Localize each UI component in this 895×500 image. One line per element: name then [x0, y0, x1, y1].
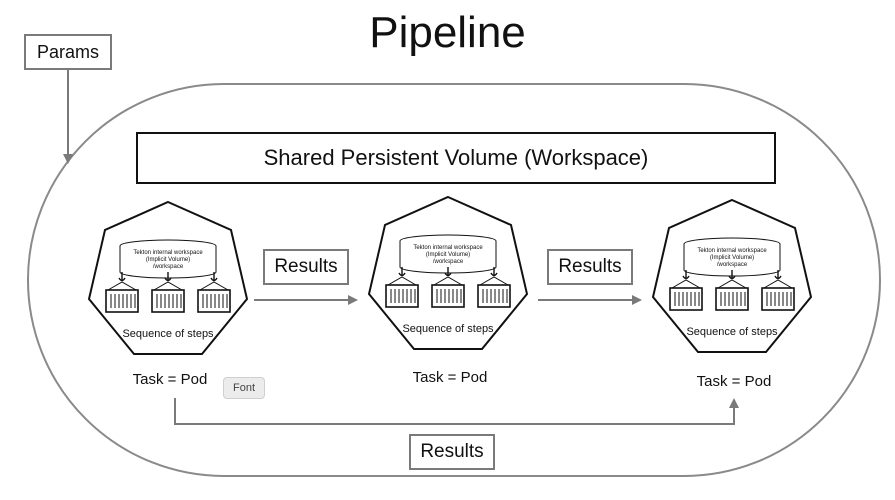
task-label-1: Task = Pod — [132, 371, 208, 388]
task-node: Tekton internal workspace (Implicit Volu… — [651, 198, 813, 353]
pipeline-boundary — [27, 83, 881, 477]
diagram-title: Pipeline — [369, 8, 526, 57]
volume-cylinder-icon — [399, 234, 497, 274]
steps-label: Sequence of steps — [122, 328, 214, 340]
volume-line-2: (Implicit Volume) — [146, 257, 190, 263]
volume-cylinder-icon — [119, 239, 217, 279]
step-container-icon — [477, 267, 511, 308]
volume-line-3: /workspace — [153, 264, 184, 270]
volume-line-1: Tekton internal workspace — [133, 250, 203, 256]
task-label-3: Task = Pod — [696, 373, 772, 390]
results-box-1: Results — [263, 249, 349, 285]
volume-line-3: /workspace — [717, 262, 748, 268]
step-container-icon — [715, 270, 749, 311]
step-container-icon — [385, 267, 419, 308]
results-return-path — [174, 398, 739, 425]
params-box: Params — [24, 34, 112, 70]
volume-cylinder-icon — [683, 237, 781, 277]
volume-line-1: Tekton internal workspace — [697, 248, 767, 254]
steps-label: Sequence of steps — [402, 323, 494, 335]
task-node: Tekton internal workspace (Implicit Volu… — [87, 200, 249, 355]
task-node: Tekton internal workspace (Implicit Volu… — [367, 195, 529, 350]
font-tooltip-chip[interactable]: Font — [223, 377, 265, 399]
step-container-icon — [761, 270, 795, 311]
volume-line-2: (Implicit Volume) — [426, 252, 470, 258]
results-box-3: Results — [409, 434, 495, 470]
step-container-icon — [197, 272, 231, 313]
volume-line-3: /workspace — [433, 259, 464, 265]
step-container-icon — [669, 270, 703, 311]
step-container-icon — [431, 267, 465, 308]
workspace-box: Shared Persistent Volume (Workspace) — [136, 132, 776, 184]
volume-line-1: Tekton internal workspace — [413, 245, 483, 251]
steps-label: Sequence of steps — [686, 326, 778, 338]
step-container-icon — [151, 272, 185, 313]
task-label-2: Task = Pod — [412, 369, 488, 386]
results-box-2: Results — [547, 249, 633, 285]
volume-line-2: (Implicit Volume) — [710, 255, 754, 261]
step-container-icon — [105, 272, 139, 313]
